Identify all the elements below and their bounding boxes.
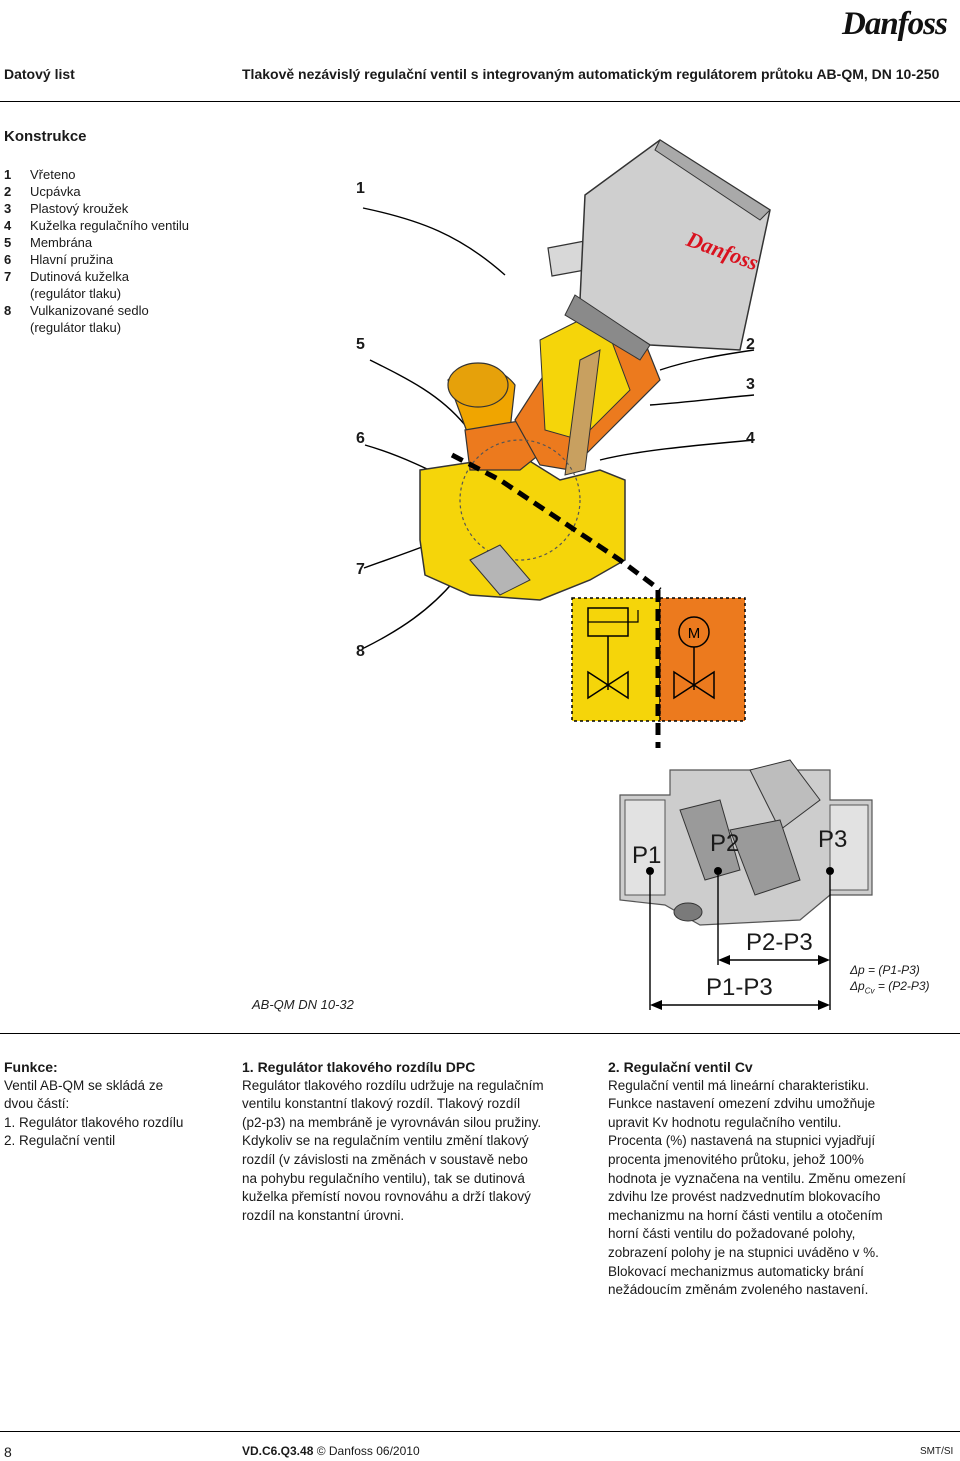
cv-block — [659, 597, 746, 722]
dimension-lines — [649, 875, 831, 1010]
cv-line: nežádoucím změnám zvoleného nastavení. — [608, 1282, 869, 1298]
language-code: SMT/SI — [920, 1446, 954, 1457]
valve-body — [419, 309, 661, 601]
callout-2: 2 — [746, 336, 755, 353]
doc-type: Datový list — [4, 66, 75, 82]
pressure-formula: Δp = (P1-P3) ΔpCv = (P2-P3) — [850, 962, 930, 999]
actuator: Danfoss — [547, 139, 771, 361]
valve-cross-section — [619, 759, 873, 926]
dpc-column: 1. Regulátor tlakového rozdílu DPC Regul… — [242, 1058, 592, 1225]
callout-6: 6 — [356, 430, 365, 447]
cv-line: Funkce nastavení omezení zdvihu umožňuje — [608, 1096, 876, 1112]
cv-title: 2. Regulační ventil Cv — [608, 1059, 753, 1075]
dpc-line: Kdykoliv se na regulačním ventilu změní … — [242, 1133, 529, 1149]
function-line: 2. Regulační ventil — [4, 1133, 116, 1149]
dpc-block — [571, 597, 661, 722]
label-p2: P2 — [710, 830, 740, 857]
dpc-line: Regulátor tlakového rozdílu udržuje na r… — [242, 1077, 544, 1093]
callout-1: 1 — [356, 180, 365, 197]
dimension-arrows — [650, 955, 830, 1010]
logo-text: Danfoss — [842, 6, 948, 42]
construction-title: Konstrukce — [4, 128, 87, 145]
dpc-title: 1. Regulátor tlakového rozdílu DPC — [242, 1059, 476, 1075]
doc-title: Tlakově nezávislý regulační ventil s int… — [242, 66, 940, 82]
callout-3: 3 — [746, 376, 755, 393]
dpc-line: ventilu konstantní tlakový rozdíl. Tlako… — [242, 1096, 521, 1112]
dpc-line: kuželka přemístí novou rovnováhu a drží … — [242, 1189, 531, 1205]
figure-caption: AB-QM DN 10-32 — [252, 997, 354, 1012]
cv-line: zdvihu lze provést nadzvednutím blokovac… — [608, 1189, 881, 1205]
function-title: Funkce: — [4, 1059, 58, 1075]
label-p1: P1 — [632, 842, 662, 869]
dpc-line: (p2-p3) na membráně je vyrovnáván silou … — [242, 1114, 542, 1130]
cv-column: 2. Regulační ventil Cv Regulační ventil … — [608, 1058, 958, 1300]
label-p2-p3: P2-P3 — [746, 929, 813, 956]
valve-diagram: Danfoss M — [362, 139, 873, 1010]
label-p3: P3 — [818, 826, 848, 853]
callout-7: 7 — [356, 561, 365, 578]
function-column: Funkce: Ventil AB-QM se skládá ze dvou č… — [4, 1058, 234, 1151]
function-line: 1. Regulátor tlakového rozdílu — [4, 1114, 184, 1130]
dpc-line: rozdíl na konstantní úrovni. — [242, 1207, 405, 1223]
cv-line: Blokovací mechanizmus automaticky brání — [608, 1263, 864, 1279]
header-rule — [0, 101, 960, 102]
cv-line: procenta jmenovitého průtoku, jehož 100% — [608, 1151, 864, 1167]
doc-code: VD.C6.Q3.48 © Danfoss 06/2010 — [242, 1444, 420, 1458]
cv-line: Regulační ventil má lineární charakteris… — [608, 1077, 870, 1093]
callout-4: 4 — [746, 430, 755, 447]
part-item: (regulátor tlaku) — [30, 320, 122, 335]
function-line: dvou částí: — [4, 1096, 70, 1112]
callout-5: 5 — [356, 336, 365, 353]
footer-rule — [0, 1431, 960, 1432]
cv-line: horní části ventilu do požadované polohy… — [608, 1226, 856, 1242]
label-p1-p3: P1-P3 — [706, 974, 773, 1001]
cv-line: mechanizmu na horní části ventilu a otoč… — [608, 1207, 883, 1223]
dashed-divider — [450, 452, 662, 592]
callout-8: 8 — [356, 643, 365, 660]
page-number: 8 — [4, 1444, 12, 1460]
cv-line: zobrazení polohy je na stupnici uváděno … — [608, 1244, 879, 1260]
cv-line: Procenta (%) nastavená na stupnici vyjad… — [608, 1133, 876, 1149]
callout-leaders — [362, 207, 755, 649]
function-line: Ventil AB-QM se skládá ze — [4, 1077, 164, 1093]
formula-line-1: Δp = (P1-P3) — [850, 963, 920, 977]
schematic: M — [571, 590, 746, 748]
section-rule — [0, 1033, 960, 1034]
svg-text:M: M — [688, 625, 701, 642]
part-item: (regulátor tlaku) — [30, 286, 122, 301]
cv-line: hodnota je vyznačena na ventilu. Změnu o… — [608, 1170, 906, 1186]
dpc-line: na pohybu regulačního ventilu), tak se d… — [242, 1170, 525, 1186]
cv-line: upravit Kv hodnotu regulačního ventilu. — [608, 1114, 842, 1130]
dpc-valve-symbol — [587, 670, 629, 700]
dpc-line: rozdíl (v závislosti na změnách v sousta… — [242, 1151, 528, 1167]
formula-line-2: ΔpCv = (P2-P3) — [850, 979, 930, 996]
cv-valve-symbol — [673, 670, 715, 700]
danfoss-logo: Danfoss — [842, 4, 956, 48]
